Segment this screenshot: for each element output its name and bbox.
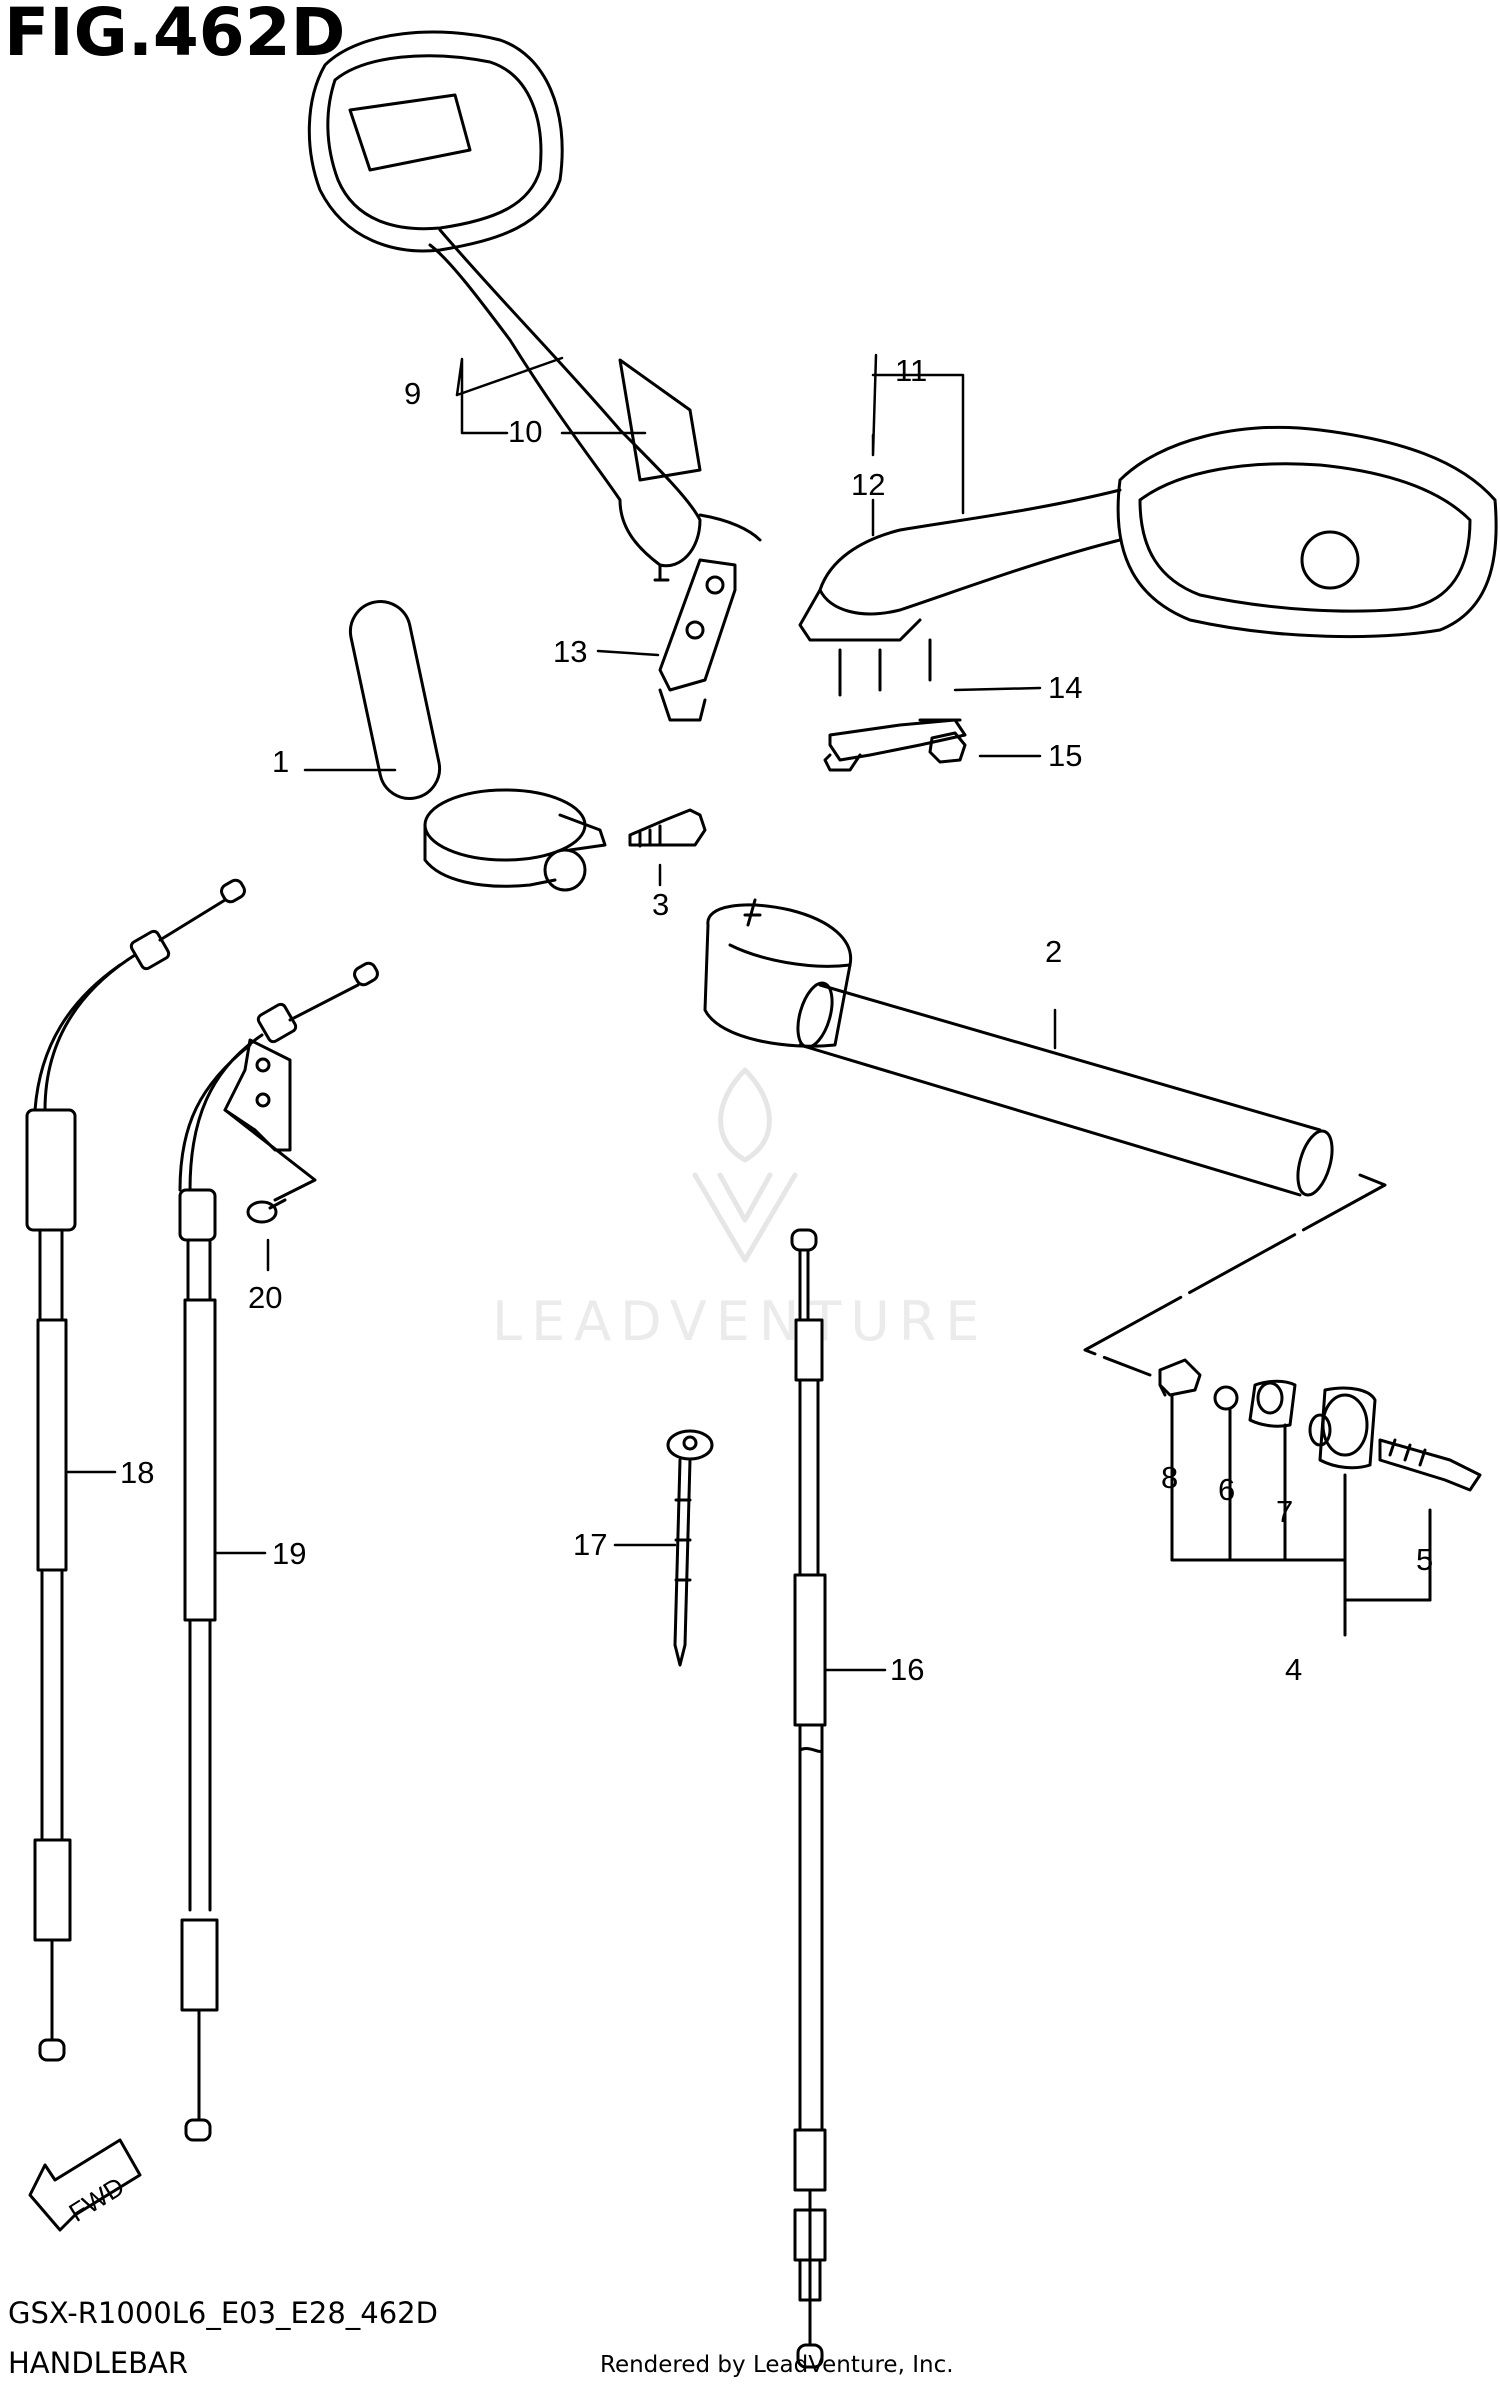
left-grip bbox=[348, 600, 607, 892]
callout-14: 14 bbox=[1048, 670, 1082, 705]
bolt-3 bbox=[628, 808, 707, 848]
diagram-name: HANDLEBAR bbox=[8, 2346, 189, 2380]
callout-9: 9 bbox=[404, 376, 421, 411]
callout-labels: 1 2 3 4 5 6 7 8 9 10 11 12 13 14 15 16 1… bbox=[64, 353, 1434, 2228]
right-grip bbox=[703, 898, 1334, 1197]
left-mirror bbox=[307, 30, 762, 582]
callout-10: 10 bbox=[508, 414, 542, 449]
callout-4: 4 bbox=[1285, 1652, 1302, 1687]
callout-19: 19 bbox=[272, 1536, 306, 1571]
figure-title: FIG.462D bbox=[4, 0, 346, 71]
callout-1: 1 bbox=[272, 744, 289, 779]
callout-16: 16 bbox=[890, 1652, 924, 1687]
nut-15 bbox=[928, 731, 967, 764]
bracket-14 bbox=[823, 718, 967, 772]
callout-7: 7 bbox=[1276, 1494, 1293, 1529]
callout-13: 13 bbox=[553, 634, 587, 669]
watermark-text: LEADVENTURE bbox=[492, 1290, 989, 1353]
callout-5: 5 bbox=[1416, 1542, 1433, 1577]
render-credit: Rendered by LeadVenture, Inc. bbox=[600, 2352, 954, 2378]
callout-2: 2 bbox=[1045, 934, 1062, 969]
cable-16 bbox=[790, 1228, 827, 2369]
callout-17: 17 bbox=[573, 1527, 607, 1562]
fwd-arrow-icon bbox=[28, 2138, 142, 2232]
right-mirror bbox=[798, 426, 1498, 697]
leader-lines bbox=[66, 353, 1057, 1672]
bar-end-assembly bbox=[1083, 1173, 1482, 1637]
callout-8: 8 bbox=[1161, 1460, 1178, 1495]
fwd-label: FWD bbox=[64, 2171, 130, 2228]
callout-6: 6 bbox=[1218, 1472, 1235, 1507]
diagram-code: GSX-R1000L6_E03_E28_462D bbox=[8, 2296, 438, 2330]
callout-20: 20 bbox=[248, 1280, 282, 1315]
callout-12: 12 bbox=[851, 467, 885, 502]
cable-19 bbox=[178, 961, 379, 2142]
bolt-20 bbox=[246, 1198, 287, 1224]
watermark-logo bbox=[692, 1067, 798, 1263]
cable-18 bbox=[25, 878, 246, 2062]
callout-3: 3 bbox=[652, 887, 669, 922]
callout-18: 18 bbox=[120, 1455, 154, 1490]
callout-15: 15 bbox=[1048, 738, 1082, 773]
bracket-13 bbox=[658, 558, 737, 722]
cable-tie-17 bbox=[666, 1429, 714, 1667]
callout-11: 11 bbox=[895, 353, 927, 388]
